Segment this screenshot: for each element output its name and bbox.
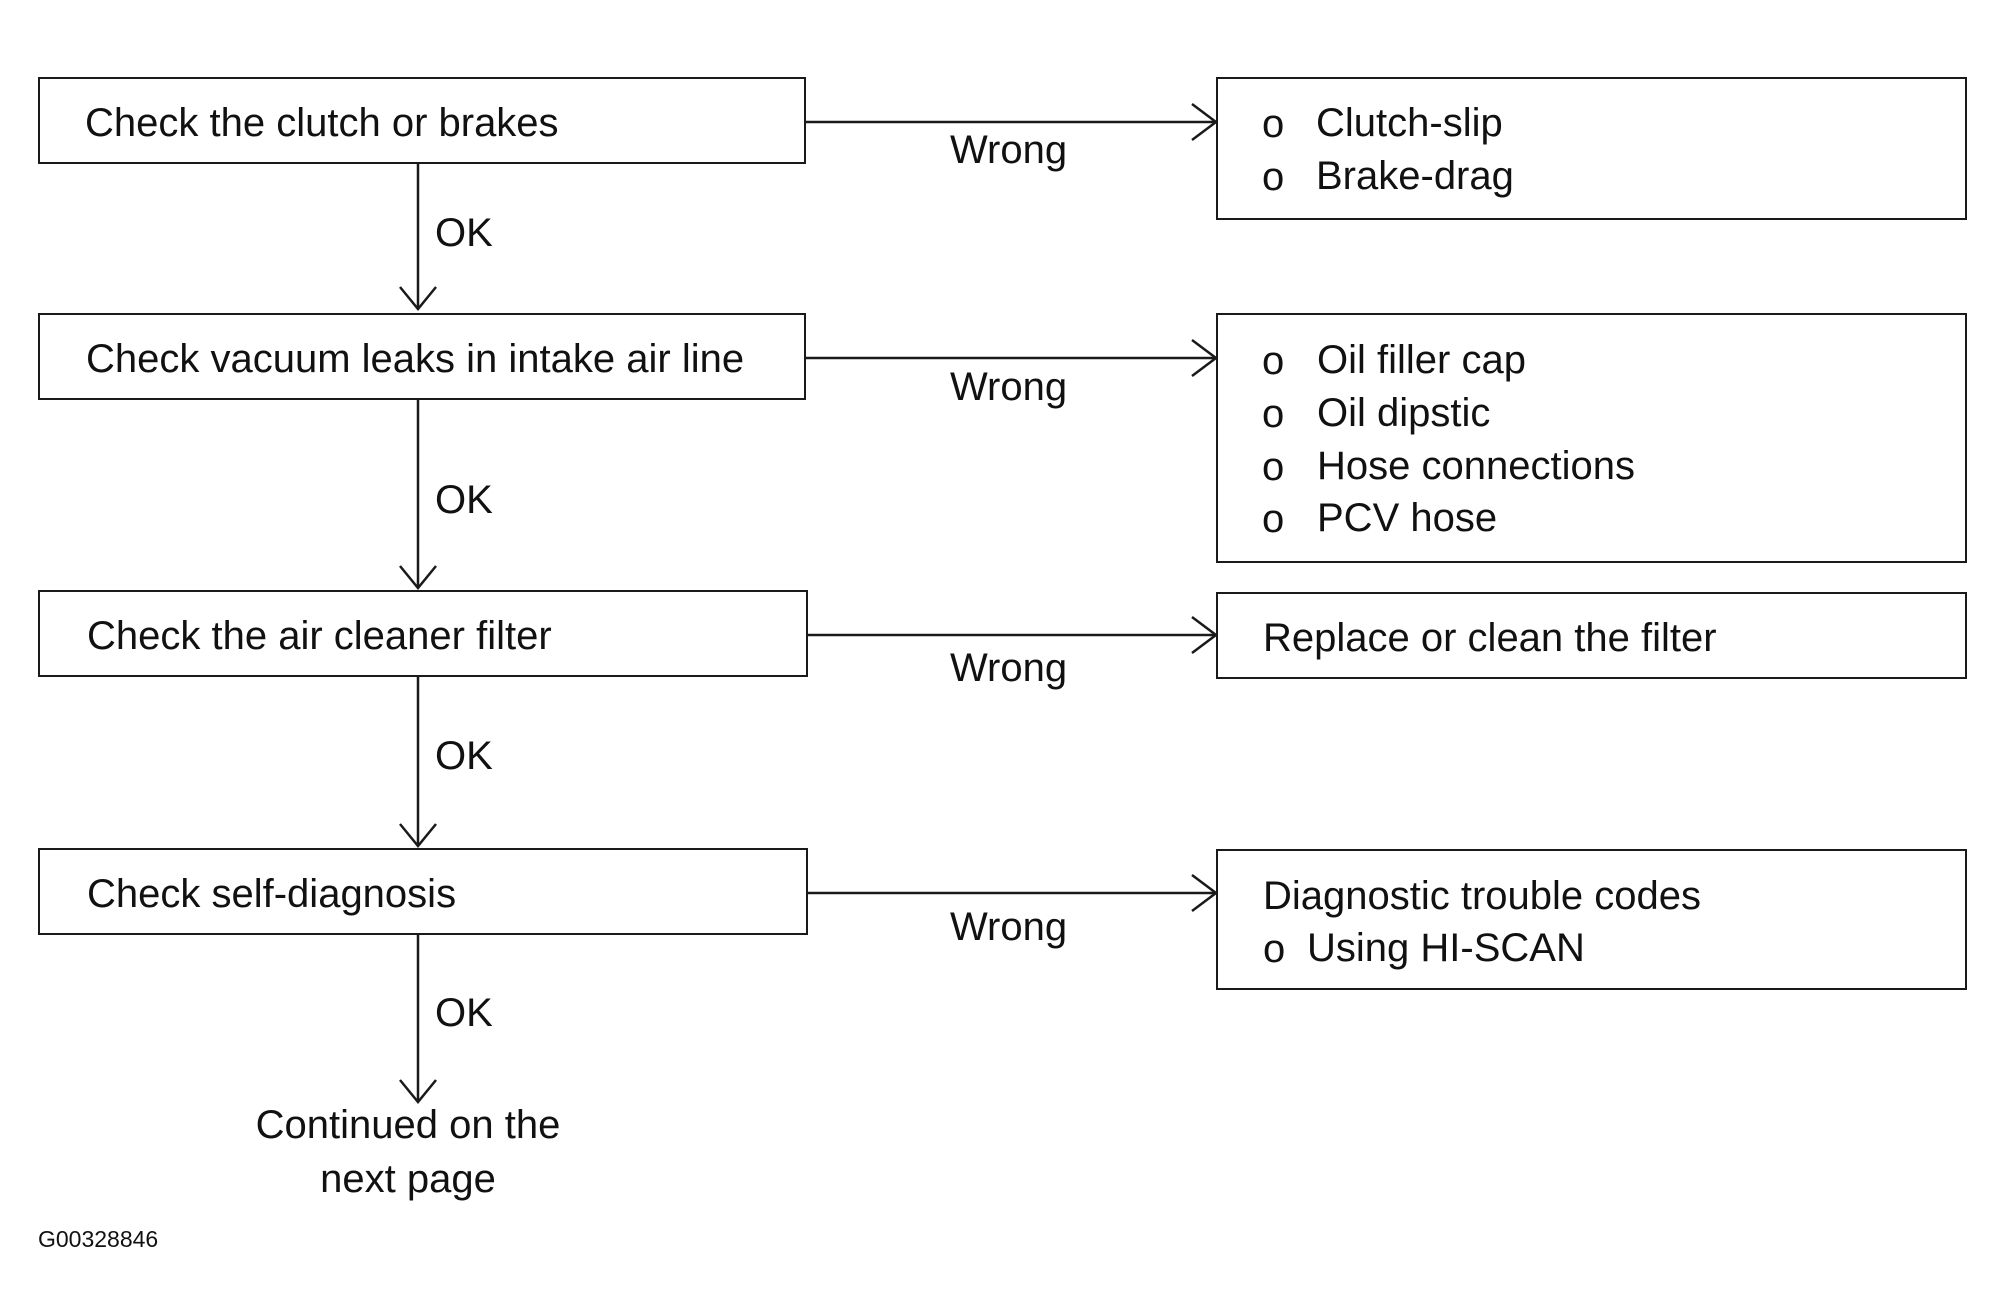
continuation-line-2: next page	[320, 1157, 496, 1201]
bullet-2-2: o	[1262, 392, 1285, 436]
wrong-label-4: Wrong	[950, 905, 1068, 949]
continuation-text: Continued on the next page	[228, 1098, 588, 1206]
check-text-4: Check self-diagnosis	[87, 872, 457, 916]
figure-id: G00328846	[38, 1226, 159, 1252]
result-item-2-3: Hose connections	[1317, 444, 1635, 488]
wrong-label-3: Wrong	[950, 646, 1068, 690]
result-item-2-4: PCV hose	[1317, 496, 1498, 540]
check-box-1: Check the clutch or brakes	[38, 77, 806, 164]
ok-label-3: OK	[435, 734, 493, 778]
check-box-3: Check the air cleaner filter	[38, 590, 808, 677]
ok-label-4: OK	[435, 991, 493, 1035]
bullet-1-2: o	[1262, 155, 1285, 199]
result-heading-4: Diagnostic trouble codes	[1263, 874, 1702, 918]
result-box-4: Diagnostic trouble codes o Using HI-SCAN	[1216, 849, 1967, 990]
check-text-3: Check the air cleaner filter	[87, 614, 552, 658]
result-item-2-2: Oil dipstic	[1317, 391, 1491, 435]
result-item-2-1: Oil filler cap	[1317, 338, 1526, 382]
bullet-2-3: o	[1262, 445, 1285, 489]
bullet-1-1: o	[1262, 102, 1285, 146]
check-text-1: Check the clutch or brakes	[85, 101, 559, 145]
result-box-2: o Oil filler cap o Oil dipstic o Hose co…	[1216, 313, 1967, 563]
bullet-4-1: o	[1263, 927, 1286, 971]
check-box-2: Check vacuum leaks in intake air line	[38, 313, 806, 400]
check-box-4: Check self-diagnosis	[38, 848, 808, 935]
wrong-label-1: Wrong	[950, 128, 1068, 172]
check-text-2: Check vacuum leaks in intake air line	[86, 337, 745, 381]
ok-arrow-3	[399, 677, 437, 848]
ok-arrow-1	[399, 163, 437, 311]
continuation-line-1: Continued on the	[255, 1103, 561, 1147]
result-item-1-1: Clutch-slip	[1316, 101, 1503, 145]
ok-arrow-2	[399, 400, 437, 590]
ok-arrow-4	[399, 935, 437, 1104]
wrong-label-2: Wrong	[950, 365, 1068, 409]
result-box-3: Replace or clean the filter	[1216, 592, 1967, 679]
ok-label-2: OK	[435, 478, 493, 522]
result-item-4-1: Using HI-SCAN	[1307, 926, 1585, 970]
result-heading-3: Replace or clean the filter	[1263, 616, 1717, 660]
ok-label-1: OK	[435, 211, 493, 255]
bullet-2-4: o	[1262, 497, 1285, 541]
result-box-1: o Clutch-slip o Brake-drag	[1216, 77, 1967, 220]
result-item-1-2: Brake-drag	[1316, 154, 1514, 198]
bullet-2-1: o	[1262, 339, 1285, 383]
